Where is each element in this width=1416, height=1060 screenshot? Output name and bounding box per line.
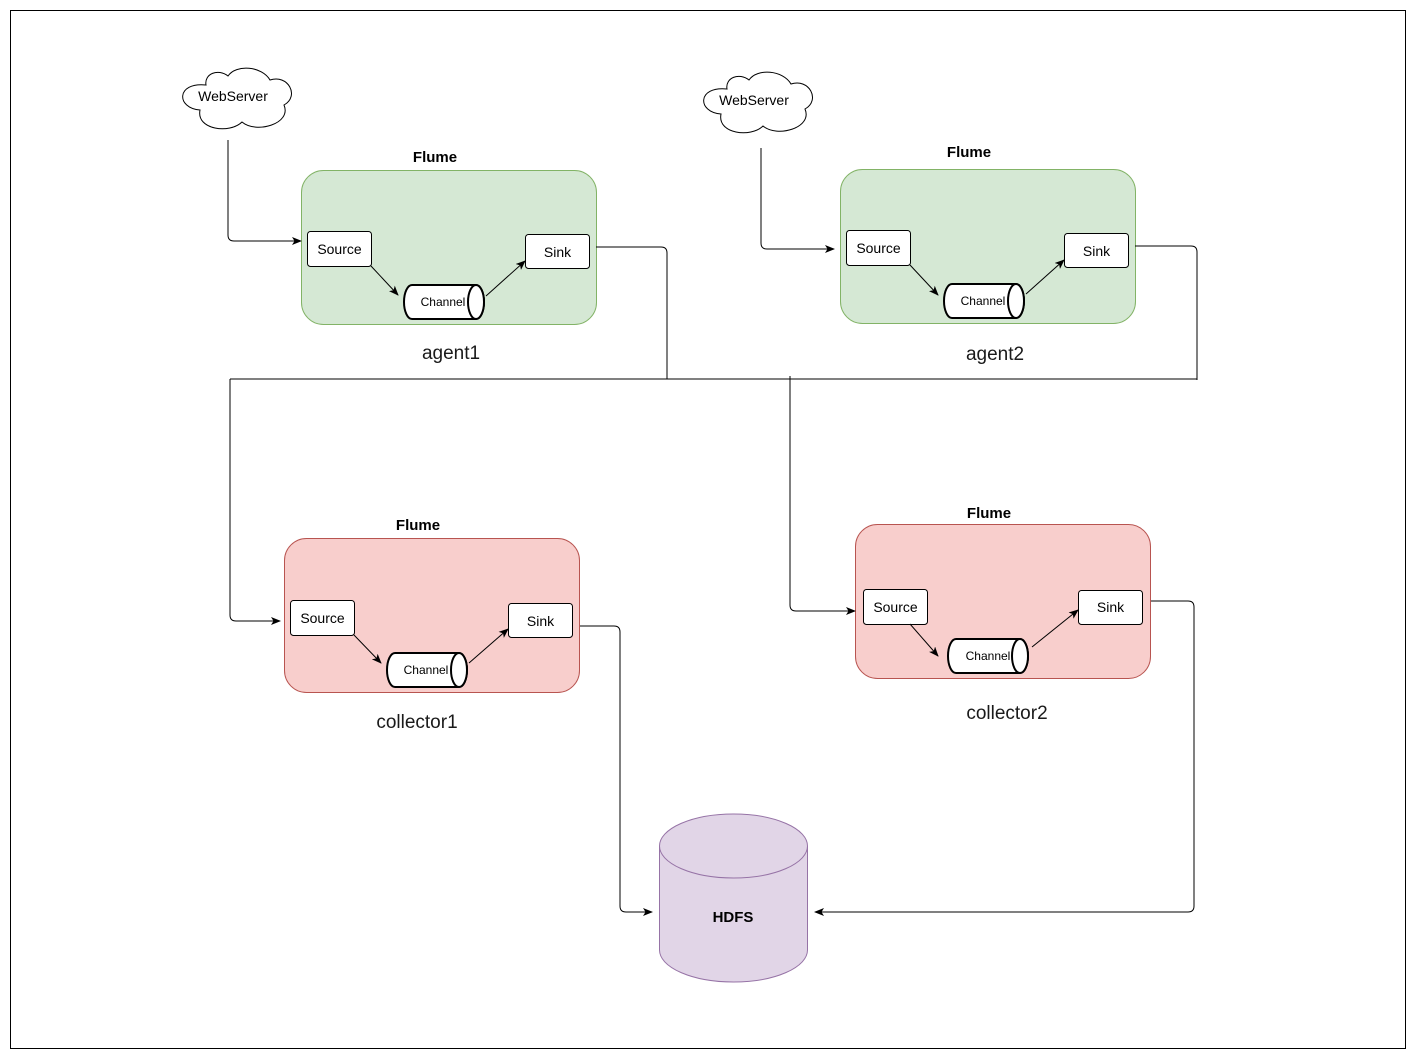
- webserver-2-label: WebServer: [719, 92, 789, 108]
- agent1-sink-label: Sink: [544, 244, 572, 260]
- collector2-container[interactable]: [855, 524, 1151, 679]
- agent2-source-label: Source: [856, 240, 901, 256]
- agent1-caption: agent1: [422, 343, 480, 364]
- webserver-1-label: WebServer: [198, 88, 268, 104]
- collector1-container[interactable]: [284, 538, 580, 693]
- collector1-sink-label: Sink: [527, 613, 555, 629]
- agent2-source-node[interactable]: Source: [846, 230, 911, 266]
- agent2-channel-label: Channel: [961, 294, 1006, 308]
- webserver1-to-agent1-edge: [227, 140, 302, 245]
- collector1-caption: collector1: [376, 712, 457, 733]
- collector2-sink-node[interactable]: Sink: [1078, 590, 1143, 625]
- webserver2-to-agent2-edge: [760, 148, 835, 253]
- agent1-channel-label: Channel: [421, 295, 466, 309]
- agent1-source-label: Source: [317, 241, 362, 257]
- agent1-channel-node[interactable]: Channel: [403, 284, 485, 320]
- collector1-sink-node[interactable]: Sink: [508, 603, 573, 638]
- agent1-source-node[interactable]: Source: [307, 231, 372, 267]
- agent2-flume-header: Flume: [947, 144, 991, 161]
- collector1-source-label: Source: [300, 610, 345, 626]
- collector2-source-node[interactable]: Source: [863, 589, 928, 625]
- diagram-border: [10, 10, 1406, 1049]
- collector1-channel-to-sink-edge: [468, 628, 509, 664]
- agent2-sink-node[interactable]: Sink: [1064, 233, 1129, 268]
- hdfs-label: HDFS: [713, 909, 754, 926]
- collector1-channel-node[interactable]: Channel: [386, 652, 468, 688]
- collector2-caption: collector2: [966, 703, 1047, 724]
- connector-edges: [227, 140, 1198, 916]
- collector2-channel-node[interactable]: Channel: [947, 638, 1029, 674]
- collector1-source-to-channel-edge: [353, 634, 382, 664]
- webserver-cloud-1[interactable]: WebServer: [182, 67, 292, 130]
- agent2-sink-to-bus-edge: [1135, 245, 1198, 380]
- collector2-group: Flume Source Channel Sink collector2: [855, 505, 1151, 724]
- agent2-channel-node[interactable]: Channel: [943, 283, 1025, 319]
- collector2-flume-header: Flume: [967, 505, 1011, 522]
- agent2-source-to-channel-edge: [909, 264, 939, 296]
- collector2-channel-to-sink-edge: [1031, 609, 1079, 648]
- collector1-flume-header: Flume: [396, 517, 440, 534]
- collector1-source-node[interactable]: Source: [290, 600, 355, 636]
- collector2-source-to-channel-edge: [909, 623, 939, 657]
- bus-to-collector1-edge: [229, 379, 281, 625]
- agent2-group: Flume Source Channel Sink agent2: [840, 144, 1136, 365]
- collector2-sink-label: Sink: [1097, 599, 1125, 615]
- collector1-channel-label: Channel: [404, 663, 449, 677]
- agent2-sink-label: Sink: [1083, 243, 1111, 259]
- collector1-to-hdfs-edge: [580, 625, 653, 916]
- agent2-channel-to-sink-edge: [1025, 259, 1065, 295]
- collector2-source-label: Source: [873, 599, 918, 615]
- internal-edges: [353, 259, 1079, 664]
- agent1-sink-to-bus-edge: [596, 246, 668, 379]
- webserver-cloud-2[interactable]: WebServer: [703, 71, 813, 134]
- agent1-group: Flume Source Channel Sink agent1: [301, 149, 597, 364]
- collector1-group: Flume Source Channel Sink collector1: [284, 517, 580, 733]
- agent1-channel-to-sink-edge: [485, 260, 526, 297]
- agent1-flume-header: Flume: [413, 149, 457, 166]
- bus-to-collector2-edge: [789, 376, 856, 615]
- agent1-sink-node[interactable]: Sink: [525, 234, 590, 269]
- agent1-source-to-channel-edge: [370, 265, 399, 296]
- collector2-to-hdfs-edge: [814, 600, 1195, 916]
- hdfs-storage-node[interactable]: HDFS: [659, 813, 808, 983]
- agent2-caption: agent2: [966, 344, 1024, 365]
- collector2-channel-label: Channel: [966, 649, 1011, 663]
